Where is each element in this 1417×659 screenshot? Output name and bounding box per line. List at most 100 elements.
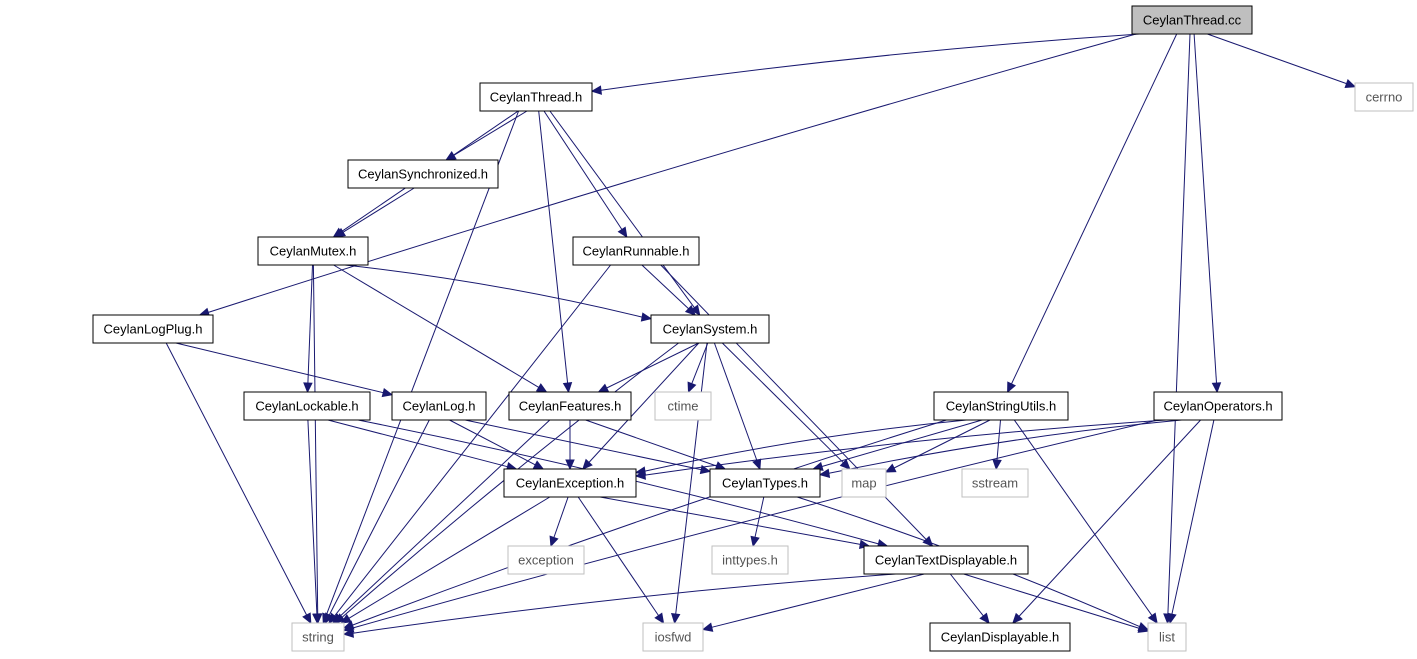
edge-arrowhead [634,470,646,480]
node-box [257,236,369,266]
edge-arrowhead [1137,623,1150,633]
node-cerrno: cerrno [1354,82,1414,112]
edge-ceylantextdisplayable-h-to-list [963,573,1150,633]
node-ceylanlogplug-h[interactable]: CeylanLogPlug.h [92,314,214,344]
node-ceylanlog-h[interactable]: CeylanLog.h [391,391,487,421]
node-ceylantextdisplayable-h[interactable]: CeylanTextDisplayable.h [863,545,1029,575]
node-label: CeylanSystem.h [663,322,758,337]
edge-line [1018,419,1201,617]
node-ceylanfeatures-h[interactable]: CeylanFeatures.h [508,391,632,421]
edge-line [606,342,700,389]
edge-ceylanstringutils-h-to-map [884,419,991,473]
edges-layer [165,33,1357,638]
node-label: list [1159,630,1175,645]
edge-arrowhead [1167,612,1177,625]
edge-line [691,342,709,384]
node-iosfwd: iosfwd [642,622,704,652]
node-label: CeylanException.h [516,476,624,491]
node-ceylantypes-h[interactable]: CeylanTypes.h [709,468,821,498]
edge-arrowhead [535,383,548,393]
node-ceylanexception-h[interactable]: CeylanException.h [503,468,637,498]
edge-ceylanexception-h-to-iosfwd [577,496,665,625]
node-label: CeylanTypes.h [722,476,808,491]
edge-line [307,419,318,615]
edge-arrowhead [332,612,344,624]
edge-arrowhead [334,227,347,238]
node-ctime: ctime [654,391,712,421]
node-box [508,391,632,421]
node-ceylanrunnable-h[interactable]: CeylanRunnable.h [572,236,700,266]
edge-line [543,110,623,230]
edge-ceylansystem-h-to-ceylanfeatures-h [597,342,700,393]
node-ceylanthread-cc[interactable]: CeylanThread.cc [1131,5,1253,35]
edge-arrowhead [839,458,851,470]
node-label: CeylanThread.cc [1143,13,1242,28]
edge-ceylantextdisplayable-h-to-ceylandisplayable-h [949,573,990,624]
edge-line [644,419,1167,476]
node-box [503,468,637,498]
edge-line [1167,33,1191,615]
edge-ceylanexception-h-to-ceylantextdisplayable-h [600,496,871,549]
edge-ceylanlogplug-h-to-string [165,342,312,625]
edge-line [334,264,611,617]
edge-ceylansynchronized-h-to-ceylanmutex-h [334,187,415,238]
edge-ceylanlog-h-to-ceylantypes-h [464,419,712,475]
edge-ceylansystem-h-to-iosfwd [670,342,708,625]
edge-arrowhead [979,612,990,624]
edge-line [585,419,717,467]
node-ceylanmutex-h[interactable]: CeylanMutex.h [257,236,369,266]
node-ceylanlockable-h[interactable]: CeylanLockable.h [243,391,371,421]
edge-ceylantypes-h-to-inttypes-h [750,496,765,548]
node-ceylandisplayable-h[interactable]: CeylanDisplayable.h [929,622,1071,652]
edge-line [641,264,689,310]
edge-ceylanoperators-h-to-ceylandisplayable-h [1012,419,1201,624]
node-ceylanthread-h[interactable]: CeylanThread.h [479,82,593,112]
node-ceylansystem-h[interactable]: CeylanSystem.h [650,314,770,344]
edge-line [175,342,384,394]
edge-arrowhead [617,226,628,239]
edge-ceylantextdisplayable-h-to-string [342,573,896,638]
edge-ceylanoperators-h-to-ceylantypes-h [818,419,1182,478]
edge-ceylanrunnable-h-to-ceylansystem-h [641,264,696,316]
node-box [291,622,345,652]
node-box [929,622,1071,652]
edge-line [893,419,991,469]
node-box [933,391,1069,421]
node-label: CeylanDisplayable.h [941,630,1060,645]
edge-line [328,419,430,616]
node-ceylanstringutils-h[interactable]: CeylanStringUtils.h [933,391,1069,421]
edge-ceylanlockable-h-to-string [307,419,322,625]
edge-arrowhead [532,460,545,470]
node-label: CeylanLog.h [403,399,476,414]
node-box [1354,82,1414,112]
node-list: list [1147,622,1187,652]
edge-arrowhead [884,463,897,473]
node-box [391,391,487,421]
edge-line [600,33,1140,91]
edge-arrowhead [1211,382,1222,394]
node-label: CeylanLogPlug.h [103,322,202,337]
edge-line [352,573,896,634]
node-box [711,545,789,575]
edge-arrowhead [687,381,697,394]
node-map: map [841,468,887,498]
edge-line [828,419,1182,474]
edge-arrowhead [590,85,602,95]
edge-line [538,110,569,384]
node-box [507,545,585,575]
node-ceylansynchronized-h[interactable]: CeylanSynchronized.h [347,159,499,189]
edge-line [449,419,536,466]
edge-arrowhead [582,458,593,470]
edge-arrowhead [699,464,712,475]
edge-arrowhead [670,613,681,625]
edge-line [1011,33,1178,385]
edge-arrowhead [818,468,831,478]
node-ceylanoperators-h[interactable]: CeylanOperators.h [1153,391,1283,421]
edge-ceylanthread-h-to-ceylansynchronized-h [445,110,528,161]
node-label: CeylanRunnable.h [583,244,690,259]
edge-arrowhead [1147,612,1158,625]
edge-ceylanoperators-h-to-ceylanexception-h [634,419,1167,480]
node-label: CeylanStringUtils.h [946,399,1057,414]
edge-ceylanoperators-h-to-list [1167,419,1215,625]
node-label: CeylanSynchronized.h [358,167,488,182]
